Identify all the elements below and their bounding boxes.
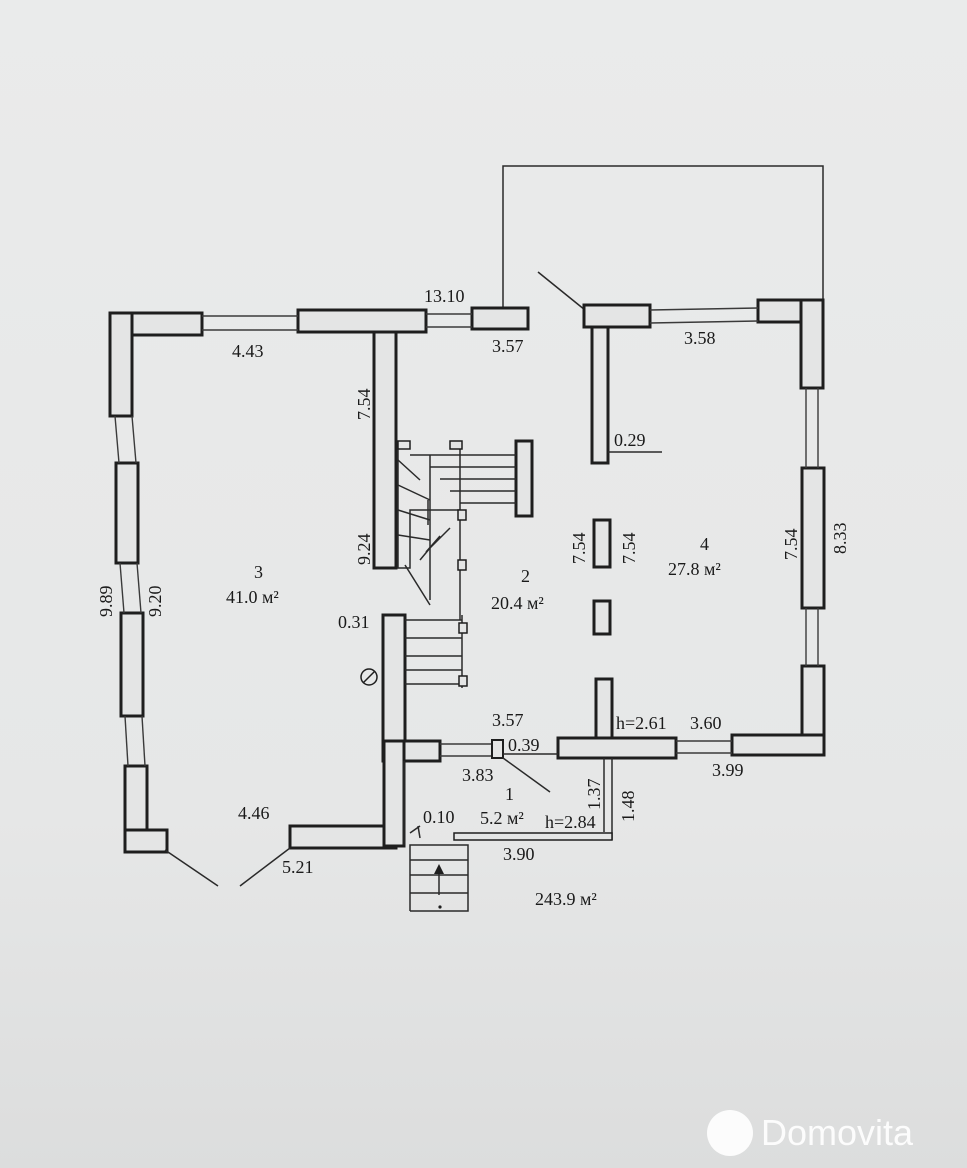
room-2-number: 2 <box>521 566 530 586</box>
dim-h-2-61: h=2.61 <box>616 713 667 733</box>
dim-3-58: 3.58 <box>684 328 716 348</box>
room-4-walls <box>649 298 826 757</box>
dim-9-24: 9.24 <box>354 534 374 566</box>
room-labels: 3 41.0 м² 2 20.4 м² 4 27.8 м² 1 5.2 м² <box>226 534 721 828</box>
dim-4-43: 4.43 <box>232 341 264 361</box>
bottom-wall-middle <box>440 736 732 793</box>
dim-7-54-a: 7.54 <box>354 389 374 421</box>
chimney-symbol-icon <box>360 668 378 686</box>
left-wall <box>108 311 219 887</box>
terrace-outline <box>502 165 824 311</box>
room-1-number: 1 <box>505 784 514 804</box>
dim-0-39: 0.39 <box>508 735 540 755</box>
staircase-lower <box>405 615 468 688</box>
dim-7-54-b: 7.54 <box>569 533 589 565</box>
bottom-wall-left <box>239 824 398 887</box>
room-3-area: 41.0 м² <box>226 587 279 607</box>
dim-13-10: 13.10 <box>424 286 465 306</box>
room-2-area: 20.4 м² <box>491 593 544 613</box>
room-1-area: 5.2 м² <box>480 808 524 828</box>
room-4-area: 27.8 м² <box>668 559 721 579</box>
room-3-number: 3 <box>254 562 263 582</box>
dim-1-48: 1.48 <box>618 791 638 823</box>
dim-0-29: 0.29 <box>614 430 646 450</box>
entrance-steps <box>409 844 469 912</box>
dim-3-57-top: 3.57 <box>492 336 524 356</box>
dim-3-99: 3.99 <box>712 760 744 780</box>
dim-9-89: 9.89 <box>96 586 116 618</box>
total-area: 243.9 м² <box>535 889 597 909</box>
watermark-text: Domovita <box>761 1112 914 1153</box>
dim-4-46: 4.46 <box>238 803 270 823</box>
dim-3-90: 3.90 <box>503 844 535 864</box>
watermark: Domovita <box>707 1108 957 1158</box>
top-wall-left <box>108 306 530 337</box>
dimension-labels: 13.10 4.43 3.57 3.58 0.29 0.31 3.57 0.39… <box>96 286 850 877</box>
dim-1-37: 1.37 <box>584 779 604 811</box>
dim-0-10: 0.10 <box>423 807 455 827</box>
interior-wall-upper <box>372 330 398 570</box>
dim-7-54-c: 7.54 <box>619 533 639 565</box>
dim-3-57-bottom: 3.57 <box>492 710 524 730</box>
dim-5-21: 5.21 <box>282 857 314 877</box>
room-4-number: 4 <box>700 534 709 554</box>
dim-9-20: 9.20 <box>145 586 165 618</box>
dim-7-54-d: 7.54 <box>781 529 801 561</box>
dim-0-31: 0.31 <box>338 612 370 632</box>
partition-2-4 <box>582 303 662 741</box>
interior-wall-lower <box>381 613 442 848</box>
dim-h-2-84: h=2.84 <box>545 812 596 832</box>
dim-8-33: 8.33 <box>830 523 850 555</box>
dim-3-83: 3.83 <box>462 765 494 785</box>
domovita-logo-icon <box>707 1110 753 1156</box>
vestibule-room-1 <box>403 758 613 845</box>
dim-3-60: 3.60 <box>690 713 722 733</box>
staircase-upper <box>397 439 534 620</box>
